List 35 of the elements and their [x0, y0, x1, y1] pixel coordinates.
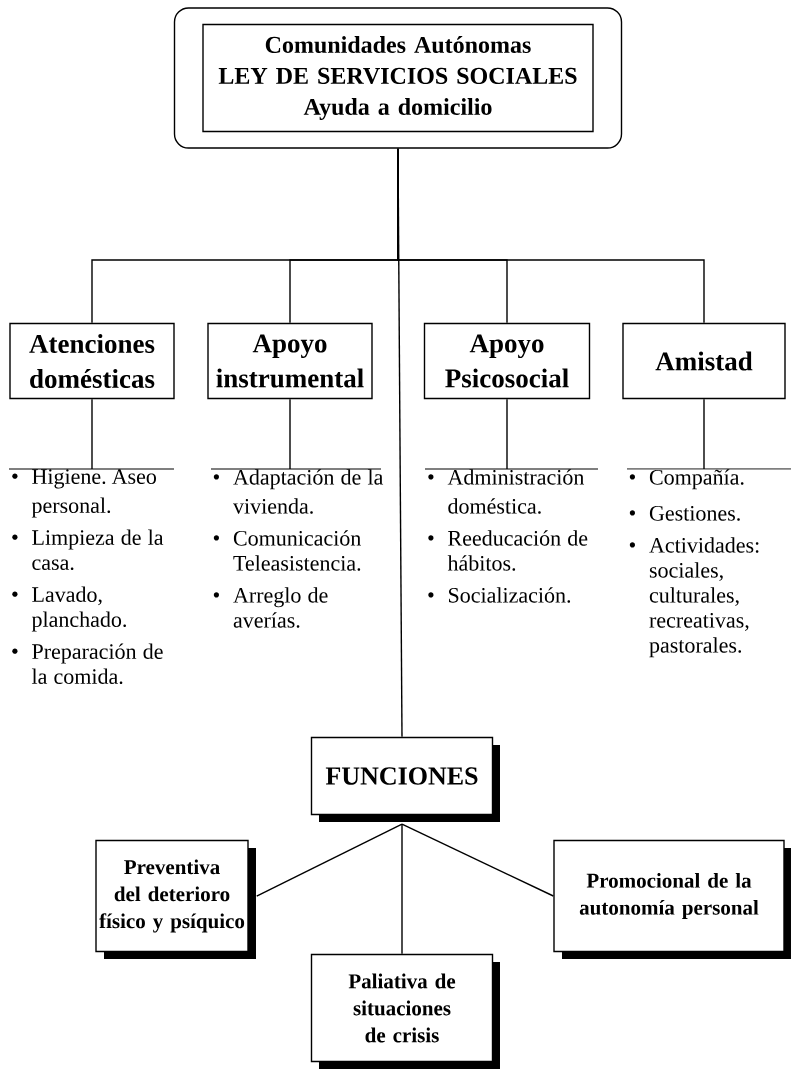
node-label: Adaptación de la vivienda.	[233, 469, 384, 514]
node-label: Limpieza de la casa.	[32, 529, 164, 571]
node-label: Actividades: sociales, culturales, recreativas, pastorales.	[649, 537, 759, 658]
bullet-list: Higiene. Aseo personal. Limpieza de la casa. Lavado, planchado. Preparación de la comida.	[8, 468, 175, 685]
connector-line	[91, 398, 93, 470]
node-label: Comunicación Teleasistencia.	[233, 530, 361, 571]
node-label: Higiene. Aseo personal.	[31, 469, 157, 518]
node-label: Reeducación de hábitos.	[447, 530, 588, 571]
connector-line	[703, 398, 705, 470]
title-box: Comunidades Autónomas LEY DE SERVICIOS SOCIALES Ayuda a domicilio	[202, 23, 594, 133]
function-box: Preventiva del deterioro físico y psíquico	[95, 839, 256, 959]
node-label: Compañía.	[649, 469, 744, 490]
node-label: Preparación de la comida.	[31, 643, 163, 685]
rounded-frame	[173, 7, 623, 149]
bullet-list: Adaptación de la vivienda. Comunicación Teleasistencia. Arreglo de averías.	[210, 468, 384, 628]
category-box: Atenciones domésticas	[9, 322, 175, 400]
node-label: Socialización.	[448, 587, 571, 603]
node-label: Arreglo de averías.	[233, 587, 328, 628]
connector-line	[401, 823, 403, 955]
category-box: Apoyo instrumental	[207, 322, 373, 400]
connector-line	[401, 823, 554, 897]
function-box: FUNCIONES	[310, 736, 500, 822]
connector-line	[289, 398, 291, 470]
bullet-list: Administración doméstica. Reeducación de hábitos. Socialización.	[424, 468, 599, 603]
function-box: Paliativa de situaciones de crisis	[310, 953, 500, 1069]
connector-line	[506, 398, 508, 470]
connector-line	[256, 823, 403, 897]
category-box: Apoyo Psicosocial	[423, 322, 591, 400]
node-label: Gestiones.	[649, 505, 740, 521]
function-box: Promocional de la autonomía personal	[553, 839, 791, 959]
connector-line	[397, 148, 403, 738]
category-box: Amistad	[622, 322, 786, 400]
node-label: Administración doméstica.	[447, 469, 585, 514]
bullet-list: Compañía. Gestiones. Actividades: sociales, culturales, recreativas, pastorales.	[626, 468, 791, 658]
node-label: Lavado, planchado.	[31, 586, 126, 632]
